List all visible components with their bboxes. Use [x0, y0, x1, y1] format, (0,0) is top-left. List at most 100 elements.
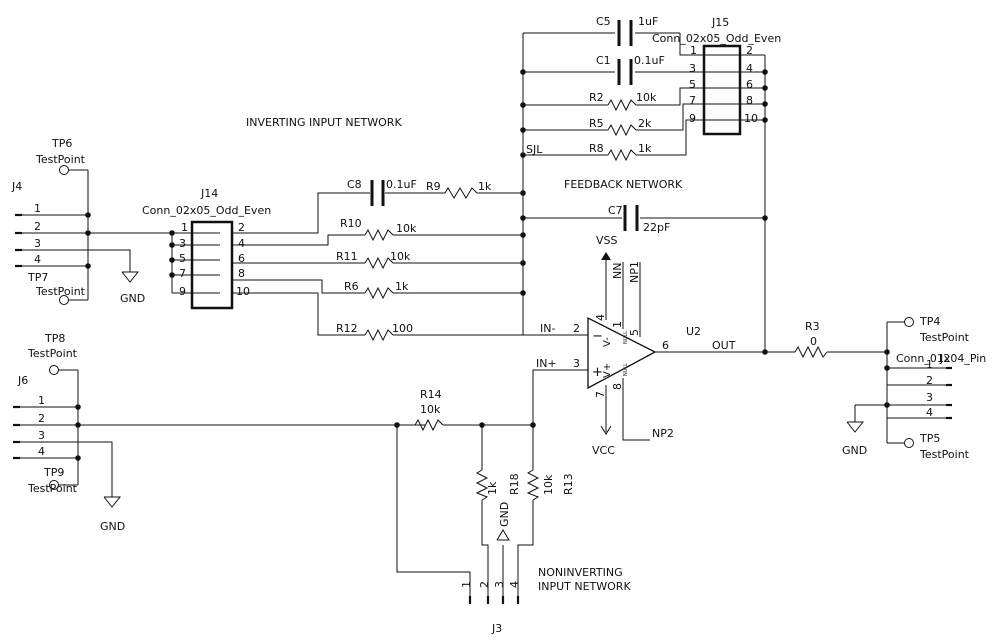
- gnd-icon-2: [103, 496, 122, 508]
- c1-val: 0.1uF: [634, 54, 665, 67]
- gnd-icon: [121, 271, 140, 283]
- c5-val: 1uF: [638, 15, 658, 28]
- j15-ref: J15: [711, 16, 729, 29]
- opamp-u2: [583, 316, 657, 390]
- j4-pin-1: 1: [34, 202, 41, 215]
- opamp-nn: NN: [611, 263, 624, 279]
- r14-ref: R14: [420, 388, 442, 401]
- r14-val: 10k: [420, 403, 441, 416]
- r12-val: 100: [392, 322, 413, 335]
- resistor-r3: [794, 345, 828, 359]
- testpoint-tp6-icon: [59, 165, 69, 175]
- opamp-pin-6: 6: [662, 339, 669, 352]
- resistor-r13: [526, 469, 540, 501]
- resistor-r8: [607, 148, 637, 162]
- j3-pin-2: 2: [478, 581, 491, 588]
- j14-ref: J14: [200, 187, 218, 200]
- capacitor-c7: [623, 205, 639, 231]
- opamp-pin-8: 8: [611, 383, 624, 390]
- label-feedback-network: FEEDBACK NETWORK: [564, 178, 683, 191]
- r2-ref: R2: [589, 91, 604, 104]
- j4-pin-2: 2: [34, 220, 41, 233]
- header-j14: [182, 220, 234, 310]
- tp7-val: TestPoint: [35, 285, 86, 298]
- tp7-ref: TP7: [27, 271, 48, 284]
- j6-ref: J6: [17, 374, 28, 387]
- r2-val: 10k: [636, 91, 657, 104]
- header-j15: [692, 44, 748, 136]
- r9-val: 1k: [478, 180, 492, 193]
- j14-pin-6: 6: [238, 252, 245, 265]
- tp6-val: TestPoint: [35, 153, 86, 166]
- net-out: OUT: [712, 339, 736, 352]
- c1-ref: C1: [596, 54, 611, 67]
- j14-pin-3: 3: [179, 237, 186, 250]
- power-vss: VSS: [596, 234, 618, 247]
- r10-val: 10k: [396, 222, 417, 235]
- opamp-null-1: NULL: [623, 331, 629, 344]
- capacitor-c5: [617, 20, 633, 46]
- resistor-r2: [607, 98, 637, 112]
- j3-ref: J3: [491, 622, 502, 635]
- testpoint-tp9-icon: [49, 480, 59, 490]
- r3-val: 0: [810, 335, 817, 348]
- r6-val: 1k: [395, 280, 409, 293]
- j15-pin-7: 7: [689, 94, 696, 107]
- power-symbols: [103, 252, 865, 541]
- testpoint-tp7-icon: [59, 295, 69, 305]
- power-gnd-4: GND: [498, 502, 511, 527]
- resistors: [364, 98, 828, 501]
- tp9-val: TestPoint: [27, 482, 78, 495]
- j2-pin-4: 4: [926, 406, 933, 419]
- capacitors: [370, 20, 639, 231]
- opamp-pin-2: 2: [573, 322, 580, 335]
- wires: [18, 32, 948, 598]
- testpoint-tp8-icon: [49, 365, 59, 375]
- r13-val: 10k: [542, 474, 555, 495]
- opamp-noninv-sign: +: [592, 365, 603, 380]
- opamp-pin-7: 7: [594, 391, 607, 398]
- tp6-ref: TP6: [51, 137, 72, 150]
- test-points: [49, 165, 914, 490]
- label-sjl: SJL: [526, 143, 543, 156]
- c8-ref: C8: [347, 178, 362, 191]
- opamp-inv-sign: −: [592, 329, 603, 344]
- r10-ref: R10: [340, 217, 362, 230]
- j14-pin-10: 10: [236, 285, 250, 298]
- j4-pin-3: 3: [34, 237, 41, 250]
- r18-val: 1k: [486, 481, 499, 495]
- label-noninverting-1: NONINVERTING: [538, 566, 623, 579]
- opamp-ref: U2: [686, 325, 701, 338]
- j15-val: Conn_02x05_Odd_Even: [652, 32, 781, 45]
- opamp-pin-3: 3: [573, 357, 580, 370]
- tp5-ref: TP5: [919, 432, 940, 445]
- vcc-arrow-icon: [600, 425, 612, 435]
- j14-pin-4: 4: [238, 237, 245, 250]
- c7-val: 22pF: [643, 221, 670, 234]
- gnd-icon-3: [846, 421, 865, 433]
- j14-pin-8: 8: [238, 267, 245, 280]
- r9-ref: R9: [426, 180, 441, 193]
- j4-pin-4: 4: [34, 253, 41, 266]
- resistor-r11: [364, 256, 394, 270]
- opamp-v-plus: V+: [602, 363, 613, 378]
- r3-ref: R3: [805, 320, 820, 333]
- opamp-np1: NP1: [628, 261, 641, 283]
- j6-pin-2: 2: [38, 412, 45, 425]
- tp4-val: TestPoint: [919, 331, 970, 344]
- opamp-pin-4: 4: [594, 314, 607, 321]
- j2-pin-3: 3: [926, 391, 933, 404]
- r11-ref: R11: [336, 250, 358, 263]
- net-np2: NP2: [652, 427, 674, 440]
- testpoint-tp4-icon: [904, 317, 914, 327]
- j15-pin-3: 3: [689, 62, 696, 75]
- net-in-minus: IN-: [540, 322, 555, 335]
- r5-val: 2k: [638, 117, 652, 130]
- label-inverting-network: INVERTING INPUT NETWORK: [246, 116, 402, 129]
- j14-val: Conn_02x05_Odd_Even: [142, 204, 271, 217]
- j4-ref: J4: [11, 180, 22, 193]
- opamp-pin-5: 5: [628, 329, 641, 336]
- j2-pin-1-visible: 1: [926, 358, 933, 371]
- power-gnd-2: GND: [100, 520, 125, 533]
